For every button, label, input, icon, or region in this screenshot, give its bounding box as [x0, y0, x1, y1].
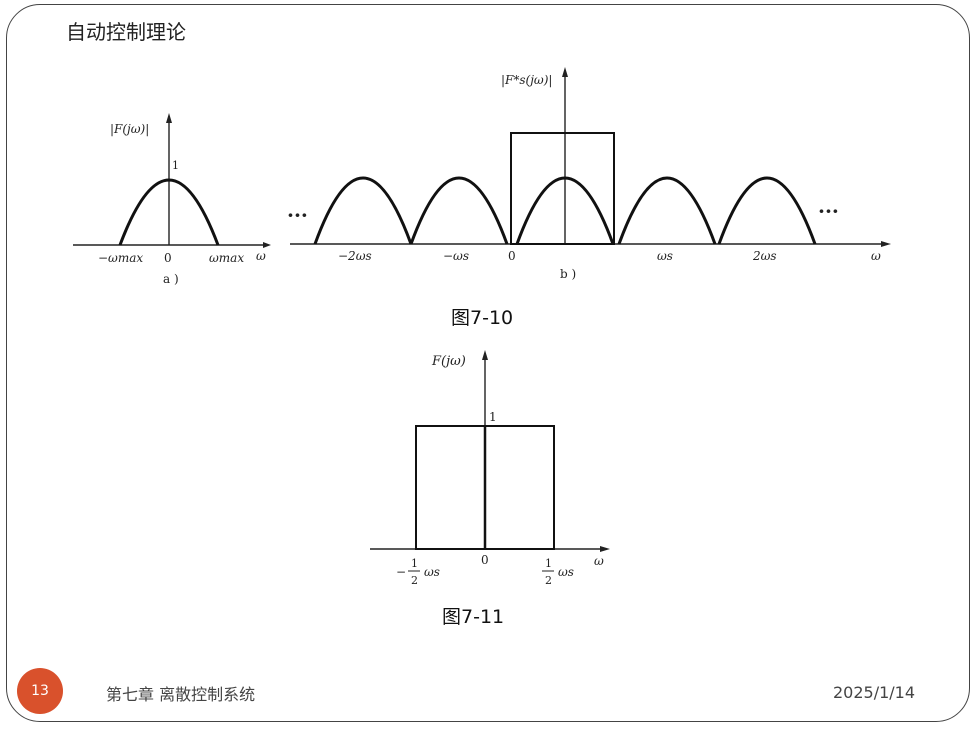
figure-7-10-caption: 图7-10 [451, 307, 514, 329]
ideal-filter-box [510, 132, 615, 245]
ylabel: |F*s(jω)| [501, 73, 552, 87]
ylabel: |F(jω)| [110, 122, 149, 136]
figure-7-10-b: |F*s(jω)| ··· ··· −2ωs −ωs 0 ωs 2ωs ω b … [287, 67, 891, 281]
tick-ws: ωs [657, 249, 673, 263]
footer-chapter: 第七章 离散控制系统 [106, 685, 256, 704]
tick-zero: 0 [481, 553, 489, 567]
x-axis-label: ω [594, 554, 604, 568]
spectrum-copy-minus-2 [313, 176, 413, 245]
tick-pos-frac-num: 1 [545, 557, 552, 570]
spectrum-copy-0 [515, 176, 615, 245]
figure-7-11: F(jω) 1 − 1 2 ωs 0 1 2 ωs ω [370, 350, 610, 587]
tick-neg-frac-num: 1 [411, 557, 418, 570]
figure-7-10-a: |F(jω)| 1 −ωmax 0 ωmax ω a ) [73, 113, 271, 286]
x-axis-arrow [263, 242, 271, 248]
x-axis-label: ω [256, 249, 266, 263]
ellipsis-right: ··· [818, 199, 839, 223]
tick-pos-frac-den: 2 [545, 574, 552, 587]
sublabel-b: b ) [560, 267, 576, 281]
ellipsis-left: ··· [287, 203, 308, 227]
tick-zero: 0 [164, 251, 172, 265]
slide-frame [6, 4, 970, 722]
tick-minus-2ws: −2ωs [338, 249, 372, 263]
tick-neg-sign: − [396, 565, 406, 579]
y-axis-arrow [562, 67, 568, 77]
footer-date: 2025/1/14 [833, 683, 916, 702]
tick-zero: 0 [508, 249, 516, 263]
tick-2ws: 2ωs [752, 249, 777, 263]
spectrum-copy-plus-1 [617, 176, 717, 245]
y-axis-arrow [482, 350, 488, 360]
tick-neg-unit: ωs [424, 565, 440, 579]
page-number-badge: 13 [17, 668, 63, 714]
figure-7-11-caption: 图7-11 [442, 606, 505, 628]
sublabel-a: a ) [163, 272, 179, 286]
tick-neg-wmax: −ωmax [98, 251, 143, 265]
tick-pos-unit: ωs [558, 565, 574, 579]
ylabel: F(jω) [431, 354, 466, 369]
x-axis-arrow [600, 546, 610, 552]
tick-minus-ws: −ωs [443, 249, 469, 263]
y-axis-arrow [166, 113, 172, 123]
tick-neg-frac-den: 2 [411, 574, 418, 587]
x-axis-arrow [881, 241, 891, 247]
tick-pos-wmax: ωmax [209, 251, 244, 265]
spectrum-copy-plus-2 [717, 176, 817, 245]
spectrum-curve [118, 178, 220, 246]
x-axis-label: ω [871, 249, 881, 263]
height-label: 1 [489, 410, 497, 424]
slide-title: 自动控制理论 [66, 20, 186, 44]
spectrum-copy-minus-1 [409, 176, 509, 245]
peak-label: 1 [172, 159, 179, 172]
